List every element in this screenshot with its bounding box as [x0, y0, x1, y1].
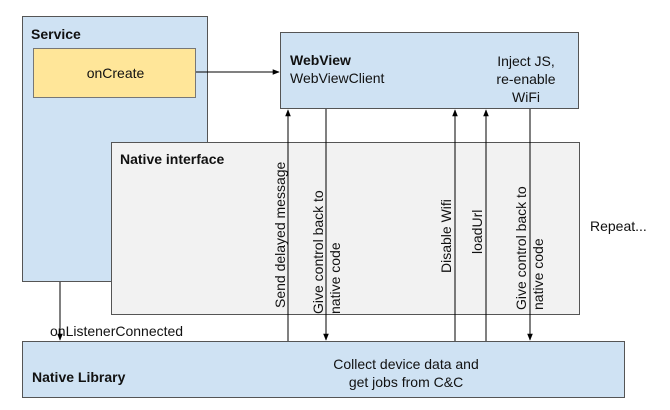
webview-client-label: WebViewClient [290, 70, 385, 86]
give-control-2-label: Give control back to native code [513, 186, 547, 310]
webview-note: Inject JS, re-enable WiFi [479, 52, 573, 106]
repeat-label: Repeat... [590, 218, 647, 234]
native-interface-box: Native interface [111, 142, 580, 315]
send-delayed-label: Send delayed message [272, 161, 288, 308]
webview-note-line: WiFi [512, 89, 540, 105]
native-library-box: Native Library Collect device data and g… [22, 341, 625, 398]
give-control-1-line: native code [327, 242, 343, 314]
give-control-2-line: Give control back to [513, 186, 529, 310]
native-library-note: Collect device data and get jobs from C&… [291, 355, 521, 391]
webview-box: WebView WebViewClient Inject JS, re-enab… [280, 32, 579, 109]
native-library-title: Native Library [32, 369, 126, 385]
give-control-1-line: Give control back to [310, 190, 326, 314]
service-title: Service [31, 26, 81, 42]
native-interface-title: Native interface [120, 151, 225, 167]
webview-note-line: Inject JS, [497, 53, 555, 69]
webview-title: WebView [290, 52, 351, 68]
oncreate-label: onCreate [86, 65, 145, 81]
disable-wifi-label: Disable Wifi [438, 199, 454, 273]
native-library-note-line: get jobs from C&C [348, 374, 464, 390]
give-control-1-label: Give control back to native code [310, 190, 344, 314]
native-library-note-line: Collect device data and [333, 356, 479, 372]
give-control-2-line: native code [530, 238, 546, 310]
load-url-label: loadUrl [469, 209, 485, 254]
listener-connected-label: onListenerConnected [50, 323, 184, 339]
webview-note-line: re-enable [496, 71, 556, 87]
oncreate-box: onCreate [33, 48, 196, 98]
